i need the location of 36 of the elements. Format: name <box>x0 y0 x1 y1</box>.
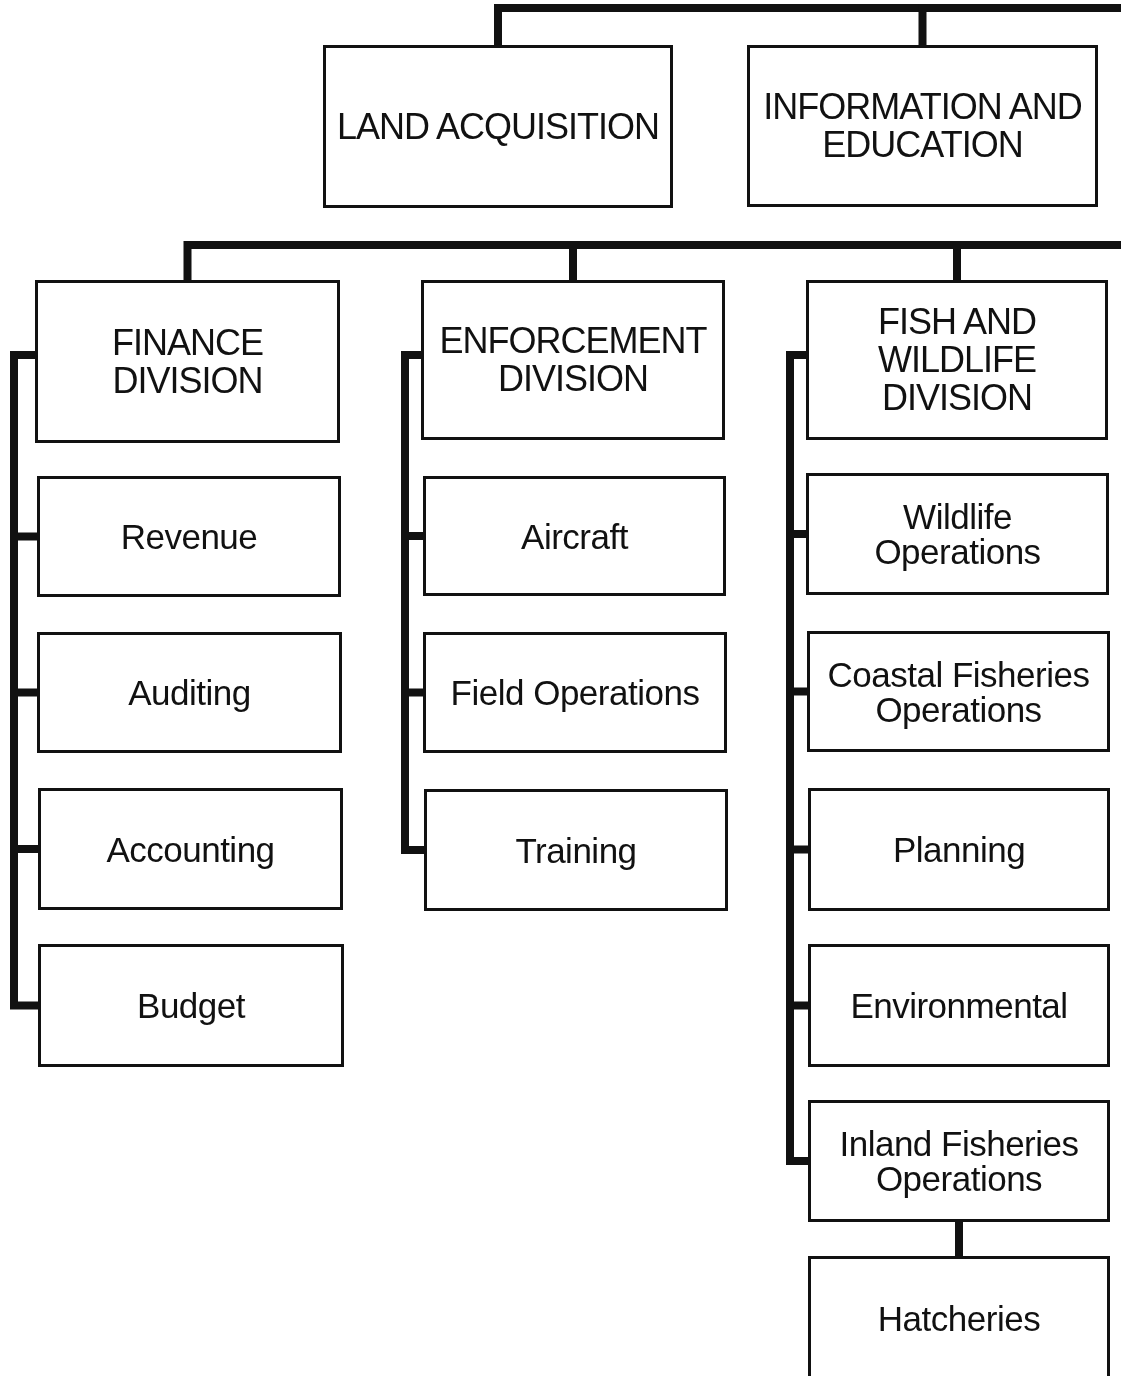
org-box <box>423 476 726 596</box>
org-box <box>35 280 340 443</box>
box-label: Planning <box>892 832 1026 867</box>
box-label: Hatcheries <box>877 1300 1041 1336</box>
org-box <box>421 280 725 440</box>
org-box <box>423 632 727 753</box>
box-label: LAND ACQUISITION <box>336 107 660 146</box>
box-label: Budget <box>137 988 245 1023</box>
org-box <box>807 631 1110 752</box>
org-box <box>424 789 728 911</box>
org-box <box>808 1100 1110 1222</box>
org-box <box>808 788 1110 911</box>
org-box <box>806 280 1108 440</box>
box-label: Environmental <box>850 988 1068 1023</box>
org-box <box>808 944 1110 1067</box>
org-box <box>38 944 344 1067</box>
box-label: Revenue <box>120 519 258 554</box>
box-label: Coastal Fisheries Operations <box>826 656 1091 727</box>
box-label: Training <box>515 832 637 868</box>
box-label: Inland Fisheries Operations <box>838 1126 1080 1196</box>
box-label: Field Operations <box>450 675 700 710</box>
box-label: FINANCE DIVISION <box>111 323 264 400</box>
box-label: INFORMATION AND EDUCATION <box>762 88 1083 164</box>
box-label: Accounting <box>106 831 275 867</box>
org-box <box>747 45 1098 207</box>
org-box <box>806 473 1109 595</box>
box-label: Auditing <box>128 675 251 710</box>
org-box <box>37 476 341 597</box>
org-box <box>38 788 343 910</box>
box-label: Wildlife Operations <box>873 499 1042 569</box>
box-label: Aircraft <box>521 518 628 554</box>
box-label: FISH AND WILDLIFE DIVISION <box>877 303 1037 417</box>
box-label: ENFORCEMENT DIVISION <box>438 322 708 398</box>
org-box <box>808 1256 1110 1376</box>
org-box <box>37 632 342 753</box>
org-box <box>323 45 673 208</box>
